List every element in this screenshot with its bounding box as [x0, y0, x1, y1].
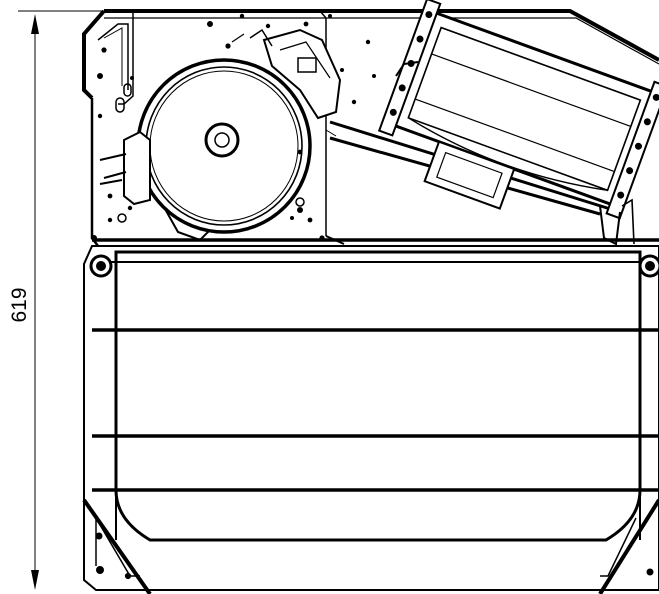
height-dimension-label: 619: [8, 287, 31, 322]
front-panel: [82, 245, 659, 594]
corner-lugs: [89, 254, 659, 580]
fan-housing-icon: [99, 28, 342, 242]
bracket-slots: [115, 83, 305, 223]
height-dimension: 619: [8, 10, 128, 590]
bracket-holes: [91, 13, 376, 241]
coil-block-icon: [377, 0, 659, 246]
